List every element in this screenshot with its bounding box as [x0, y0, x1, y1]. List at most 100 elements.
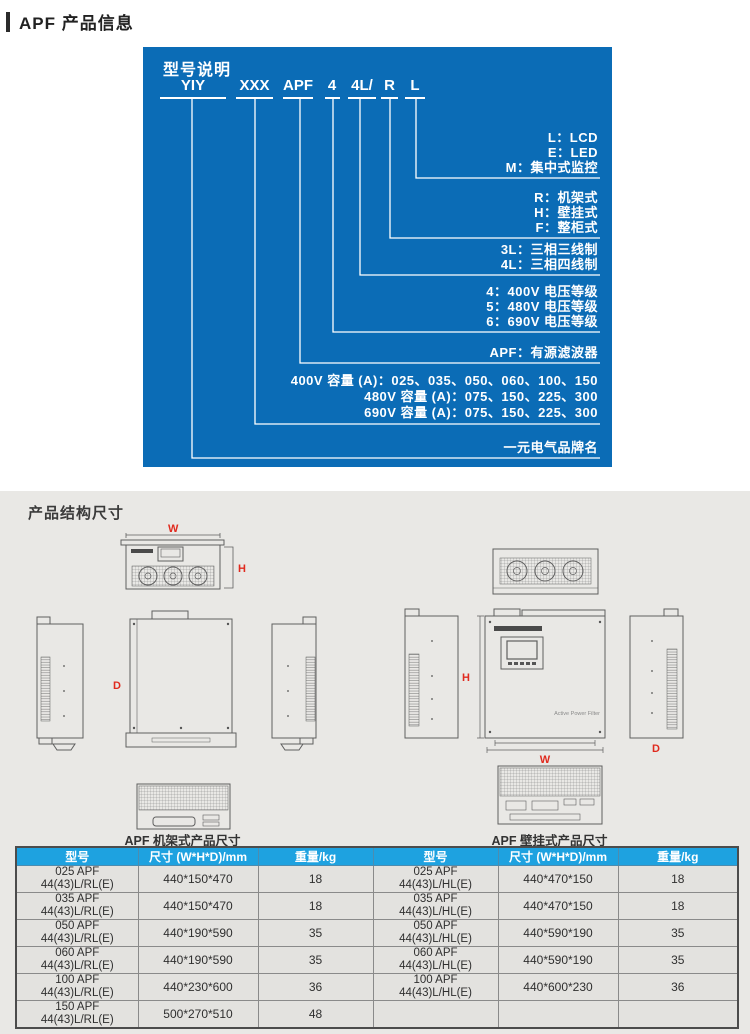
table-row: 100 APF 44(43)L/RL(E) 440*230*600 36 100… [15, 973, 739, 1001]
col-header-model-rack: 型号 [15, 846, 139, 866]
weight-cell: 18 [257, 892, 374, 920]
model-option: 400V 容量 (A)：025、035、050、060、100、150 [290, 373, 598, 388]
table-row: 050 APF 44(43)L/RL(E) 440*190*590 35 050… [15, 919, 739, 947]
model-line: 035 APF [413, 893, 458, 905]
model-option: 4：400V 电压等级 [486, 284, 598, 299]
weight-cell: 36 [257, 973, 374, 1001]
model-line: 44(43)L/HL(E) [399, 906, 472, 918]
model-line: 060 APF [413, 947, 458, 959]
product-info-section: APF 产品信息 型号说明 YIY XXX APF 4 4L/ R L [0, 0, 750, 491]
model-option: 6：690V 电压等级 [486, 314, 598, 329]
model-option: 480V 容量 (A)：075、150、225、300 [364, 389, 598, 404]
model-designation-box: 型号说明 YIY XXX APF 4 4L/ R L L：LCD [143, 47, 612, 467]
model-line: 44(43)L/HL(E) [399, 960, 472, 972]
col-header-weight-wall: 重量/kg [617, 846, 739, 866]
model-line: 100 APF [413, 974, 458, 986]
col-header-size-wall: 尺寸 (W*H*D)/mm [497, 846, 619, 866]
weight-cell: 35 [617, 946, 739, 974]
model-line: 44(43)L/RL(E) [40, 1014, 114, 1026]
model-option: F：整柜式 [535, 220, 598, 235]
caption-rack-dimensions: APF 机架式产品尺寸 [124, 834, 241, 848]
front-panel-text: Active Power Filter [554, 711, 600, 717]
table-row: 150 APF 44(43)L/RL(E) 500*270*510 48 [15, 1000, 739, 1029]
size-cell: 440*150*470 [137, 865, 259, 893]
structure-section-title: 产品结构尺寸 [28, 505, 125, 522]
model-segment-voltage: 4 [327, 77, 337, 94]
model-line: 44(43)L/RL(E) [40, 987, 114, 999]
model-option: L：LCD [547, 130, 598, 145]
model-segment-capacity: XXX [239, 77, 270, 94]
model-group-product: APF：有源滤波器 [489, 345, 598, 360]
model-line: 44(43)L/RL(E) [40, 879, 114, 891]
model-segment-brand: YIY [180, 77, 206, 94]
model-segment-wiring: 4L/ [351, 77, 373, 94]
model-group-brand: 一元电气品牌名 [503, 440, 598, 455]
model-segment-product: APF [283, 77, 313, 94]
size-cell: 440*600*230 [497, 973, 619, 1001]
model-option: M：集中式监控 [505, 160, 598, 175]
model-line: 025 APF [55, 866, 100, 878]
model-box-title: 型号说明 [163, 62, 232, 79]
model-segment-mount: R [384, 77, 395, 94]
model-cell: 060 APF 44(43)L/RL(E) [15, 946, 139, 974]
weight-cell: 18 [617, 865, 739, 893]
model-group-voltage: 4：400V 电压等级 5：480V 电压等级 6：690V 电压等级 [486, 284, 598, 329]
product-drawings: W H D H W D Active Power Filter [36, 523, 684, 830]
model-line: 050 APF [413, 920, 458, 932]
dimension-table: 型号 尺寸 (W*H*D)/mm 重量/kg 型号 尺寸 (W*H*D)/mm … [15, 846, 739, 1029]
model-cell: 100 APF 44(43)L/RL(E) [15, 973, 139, 1001]
table-row: 025 APF 44(43)L/RL(E) 440*150*470 18 025… [15, 865, 739, 893]
weight-cell: 35 [257, 919, 374, 947]
model-option: 5：480V 电压等级 [486, 299, 598, 314]
model-cell: 050 APF 44(43)L/RL(E) [15, 919, 139, 947]
model-line: 050 APF [55, 920, 100, 932]
page-header: APF 产品信息 [6, 9, 134, 34]
model-option: APF：有源滤波器 [489, 345, 598, 360]
model-line: 100 APF [55, 974, 100, 986]
size-cell: 440*470*150 [497, 865, 619, 893]
model-cell: 150 APF 44(43)L/RL(E) [15, 1000, 139, 1029]
weight-cell: 35 [257, 946, 374, 974]
header-accent-bar [6, 11, 10, 32]
weight-cell: 18 [617, 892, 739, 920]
weight-cell: 18 [257, 865, 374, 893]
model-option: R：机架式 [534, 190, 598, 205]
model-cell: 100 APF 44(43)L/HL(E) [372, 973, 499, 1001]
model-line: 44(43)L/RL(E) [40, 933, 114, 945]
weight-cell: 36 [617, 973, 739, 1001]
model-line: 44(43)L/HL(E) [399, 933, 472, 945]
table-header-row: 型号 尺寸 (W*H*D)/mm 重量/kg 型号 尺寸 (W*H*D)/mm … [15, 846, 739, 866]
size-cell: 440*190*590 [137, 946, 259, 974]
size-cell: 440*470*150 [497, 892, 619, 920]
model-line: 150 APF [55, 1001, 100, 1013]
model-option: 3L：三相三线制 [500, 242, 598, 257]
col-header-weight-rack: 重量/kg [257, 846, 374, 866]
dim-label-h-wall: H [462, 672, 470, 684]
size-cell: 440*190*590 [137, 919, 259, 947]
model-line: 025 APF [413, 866, 458, 878]
model-cell: 035 APF 44(43)L/HL(E) [372, 892, 499, 920]
model-option: 4L：三相四线制 [500, 257, 598, 272]
size-cell: 440*590*190 [497, 946, 619, 974]
model-option: 690V 容量 (A)：075、150、225、300 [364, 405, 598, 420]
page-title: APF 产品信息 [19, 14, 134, 33]
model-group-capacity: 400V 容量 (A)：025、035、050、060、100、150 480V… [291, 373, 598, 421]
model-group-wiring: 3L：三相三线制 4L：三相四线制 [501, 242, 598, 272]
model-line: 44(43)L/RL(E) [40, 906, 114, 918]
dim-label-d-wall: D [652, 743, 660, 755]
table-row: 060 APF 44(43)L/RL(E) 440*190*590 35 060… [15, 946, 739, 974]
size-cell: 440*150*470 [137, 892, 259, 920]
model-cell [372, 1000, 499, 1029]
weight-cell: 35 [617, 919, 739, 947]
model-cell: 025 APF 44(43)L/HL(E) [372, 865, 499, 893]
col-header-size-rack: 尺寸 (W*H*D)/mm [137, 846, 259, 866]
dim-label-d-rack: D [113, 680, 121, 692]
dim-label-w-wall: W [540, 754, 551, 766]
col-header-model-wall: 型号 [372, 846, 499, 866]
model-segment-display: L [410, 77, 420, 94]
dim-label-w-rack: W [168, 523, 179, 535]
dim-label-h-rack: H [238, 563, 246, 575]
table-row: 035 APF 44(43)L/RL(E) 440*150*470 18 035… [15, 892, 739, 920]
model-group-display: L：LCD E：LED M：集中式监控 [506, 130, 598, 175]
model-line: 44(43)L/HL(E) [399, 879, 472, 891]
